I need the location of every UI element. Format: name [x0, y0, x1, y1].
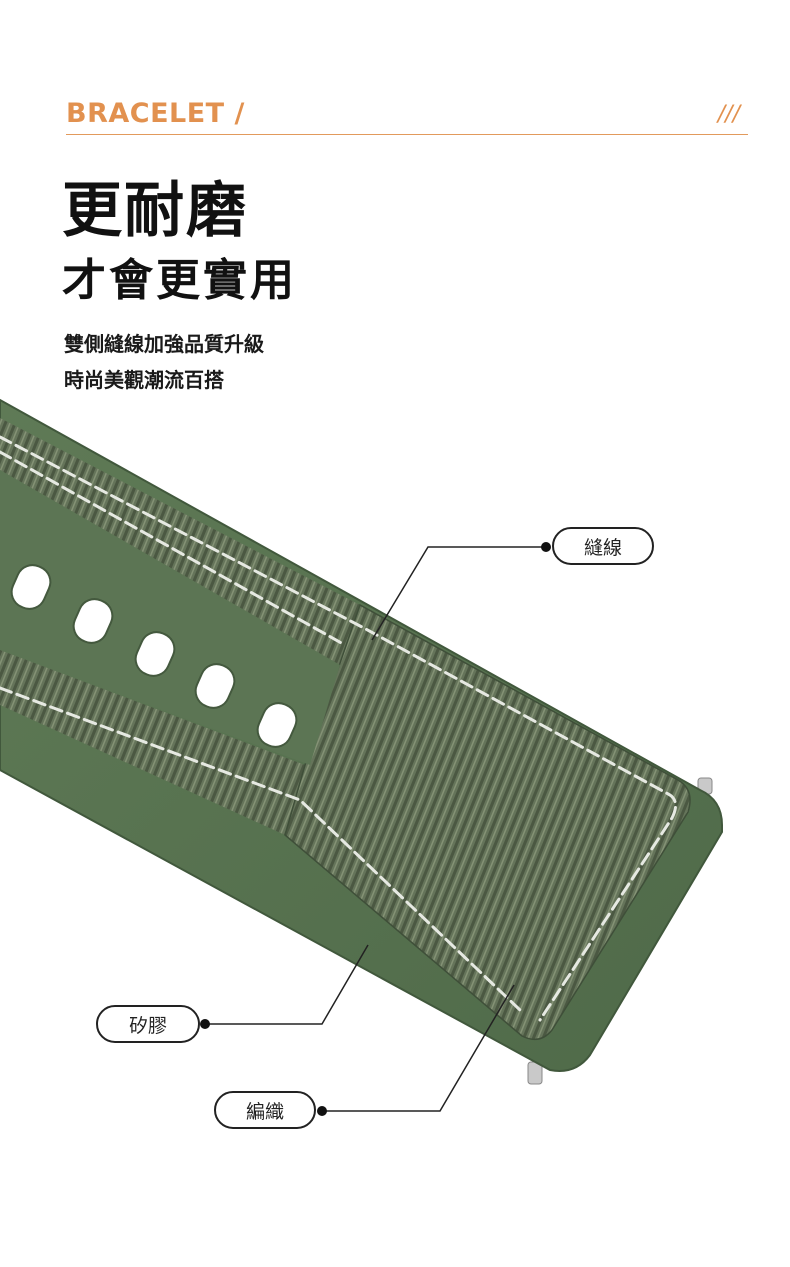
callout-stitching: 縫線: [552, 527, 654, 565]
strap-hole: [256, 702, 298, 748]
stitching: [0, 435, 677, 1022]
section-header: BRACELET / ///: [66, 96, 748, 135]
woven-band-lower: [0, 650, 305, 835]
section-title: BRACELET /: [66, 98, 245, 129]
stitch-leader-dot: [541, 542, 551, 552]
strap-hole: [194, 663, 236, 709]
description-line-1: 雙側縫線加強品質升級: [64, 332, 264, 356]
callout-weave: 編織: [214, 1091, 316, 1129]
weave-leader-line: [322, 984, 515, 1112]
silicone-leader-line: [205, 944, 369, 1025]
section-mark: ///: [717, 102, 740, 127]
stitch-leader-line: [371, 546, 546, 641]
callout-lines: [205, 546, 546, 1112]
headline-sub: 才會更實用: [62, 255, 297, 306]
callout-silicone: 矽膠: [96, 1005, 200, 1043]
silicone-strip: [0, 470, 340, 765]
weave-leader-dot: [317, 1106, 327, 1116]
strap-holes: [10, 564, 298, 748]
woven-panel: [284, 603, 691, 1041]
strap-hole: [134, 631, 176, 677]
strap-hole: [72, 598, 114, 644]
silicone-leader-dot: [200, 1019, 210, 1029]
headline-main: 更耐磨: [62, 176, 248, 246]
strap-hole: [10, 564, 52, 610]
description-line-2: 時尚美觀潮流百搭: [64, 368, 224, 392]
